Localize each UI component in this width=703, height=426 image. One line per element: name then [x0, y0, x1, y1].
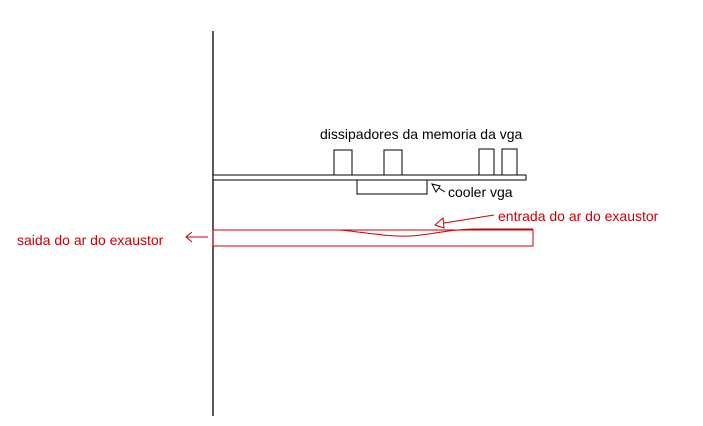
memory-heatsink [333, 149, 353, 176]
exhaust-duct [212, 228, 534, 247]
vga-cooler [356, 179, 428, 195]
air-outlet-label: saida do ar do exaustor [17, 232, 164, 248]
vga-card [212, 174, 527, 181]
vga-cooler-label: cooler vga [448, 184, 513, 200]
vga-cooler-arrow [431, 183, 446, 193]
memory-heatsinks-label: dissipadores da memoria da vga [320, 126, 523, 142]
air-intake-arrow [434, 214, 495, 229]
air-intake-label: entrada do ar do exaustor [498, 208, 659, 224]
memory-heatsink [501, 148, 518, 176]
memory-heatsink [478, 148, 495, 176]
air-outlet-arrow [185, 231, 208, 243]
memory-heatsink [383, 149, 403, 176]
